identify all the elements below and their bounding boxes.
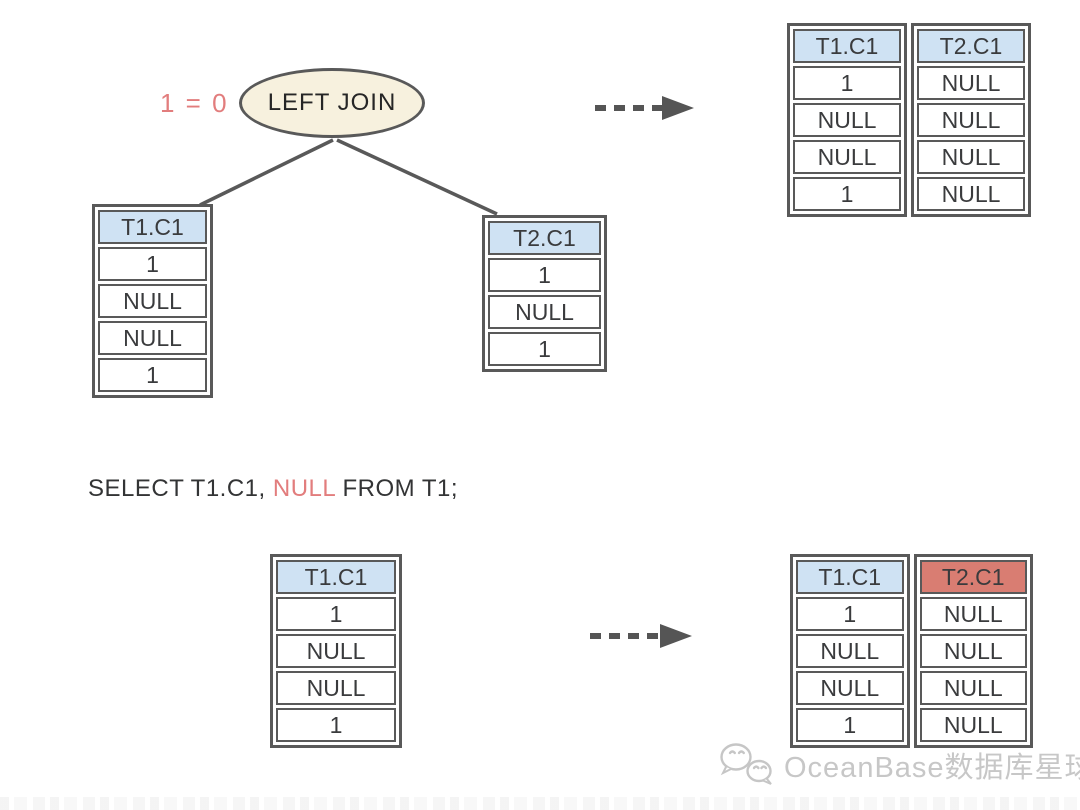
join-condition-label: 1 = 0 bbox=[160, 88, 229, 118]
table-cell: NULL bbox=[98, 284, 207, 318]
watermark: OceanBase数据库星球 bbox=[716, 742, 1080, 788]
join-edge-left bbox=[199, 138, 334, 207]
table-header-cell: T1.C1 bbox=[796, 560, 904, 594]
table-cell: 1 bbox=[796, 708, 904, 742]
table-header-cell: T1.C1 bbox=[98, 210, 207, 244]
table-cell: NULL bbox=[917, 103, 1025, 137]
table-header-cell: T1.C1 bbox=[793, 29, 901, 63]
table-cell: NULL bbox=[919, 634, 1027, 668]
dashed-arrow-top bbox=[595, 96, 694, 120]
table-cell: NULL bbox=[919, 597, 1027, 631]
left-join-label: LEFT JOIN bbox=[267, 89, 397, 116]
table-header-cell: T2.C1 bbox=[488, 221, 601, 255]
table-cell: NULL bbox=[488, 295, 601, 329]
table-t2-top: T2.C1 1 NULL 1 bbox=[482, 215, 607, 372]
sql-pre: SELECT T1.C1, bbox=[88, 475, 273, 502]
bottom-artifact-strip bbox=[0, 797, 1080, 810]
result-bottom-col-t1: T1.C1 1 NULL NULL 1 bbox=[790, 554, 910, 748]
table-header-cell-highlighted: T2.C1 bbox=[919, 560, 1027, 594]
table-cell: 1 bbox=[488, 332, 601, 366]
result-bottom-col-t2: T2.C1 NULL NULL NULL NULL bbox=[913, 554, 1033, 748]
table-cell: NULL bbox=[793, 103, 901, 137]
table-cell: NULL bbox=[796, 671, 904, 705]
table-cell: 1 bbox=[98, 247, 207, 281]
table-result-bottom: T1.C1 1 NULL NULL 1 T2.C1 NULL NULL NULL… bbox=[790, 554, 1033, 748]
join-edge-right bbox=[336, 138, 498, 216]
table-cell: NULL bbox=[276, 634, 396, 668]
result-top-col-t2: T2.C1 NULL NULL NULL NULL bbox=[911, 23, 1031, 217]
table-cell: 1 bbox=[796, 597, 904, 631]
table-cell: 1 bbox=[793, 177, 901, 211]
table-cell: NULL bbox=[796, 634, 904, 668]
sql-null-keyword: NULL bbox=[272, 475, 336, 502]
table-cell: 1 bbox=[276, 597, 396, 631]
table-t1-bottom: T1.C1 1 NULL NULL 1 bbox=[270, 554, 402, 748]
table-header-cell: T1.C1 bbox=[276, 560, 396, 594]
table-cell: 1 bbox=[488, 258, 601, 292]
table-cell: NULL bbox=[919, 708, 1027, 742]
result-top-col-t1: T1.C1 1 NULL NULL 1 bbox=[787, 23, 907, 217]
wechat-icon bbox=[720, 743, 772, 785]
table-cell: 1 bbox=[98, 358, 207, 392]
table-cell: NULL bbox=[919, 671, 1027, 705]
dashed-arrow-bottom bbox=[590, 624, 692, 648]
table-cell: NULL bbox=[793, 140, 901, 174]
table-cell: NULL bbox=[917, 66, 1025, 100]
table-cell: NULL bbox=[98, 321, 207, 355]
table-cell: NULL bbox=[917, 177, 1025, 211]
table-result-top: T1.C1 1 NULL NULL 1 T2.C1 NULL NULL NULL… bbox=[787, 23, 1031, 217]
table-cell: NULL bbox=[276, 671, 396, 705]
table-cell: 1 bbox=[276, 708, 396, 742]
table-cell: 1 bbox=[793, 66, 901, 100]
table-cell: NULL bbox=[917, 140, 1025, 174]
sql-statement: SELECT T1.C1, NULL FROM T1; bbox=[88, 475, 458, 503]
table-header-cell: T2.C1 bbox=[917, 29, 1025, 63]
watermark-text: OceanBase数据库星球 bbox=[784, 752, 1080, 784]
table-t1-top: T1.C1 1 NULL NULL 1 bbox=[92, 204, 213, 398]
left-join-node: LEFT JOIN bbox=[239, 68, 425, 138]
sql-post: FROM T1; bbox=[335, 475, 459, 502]
